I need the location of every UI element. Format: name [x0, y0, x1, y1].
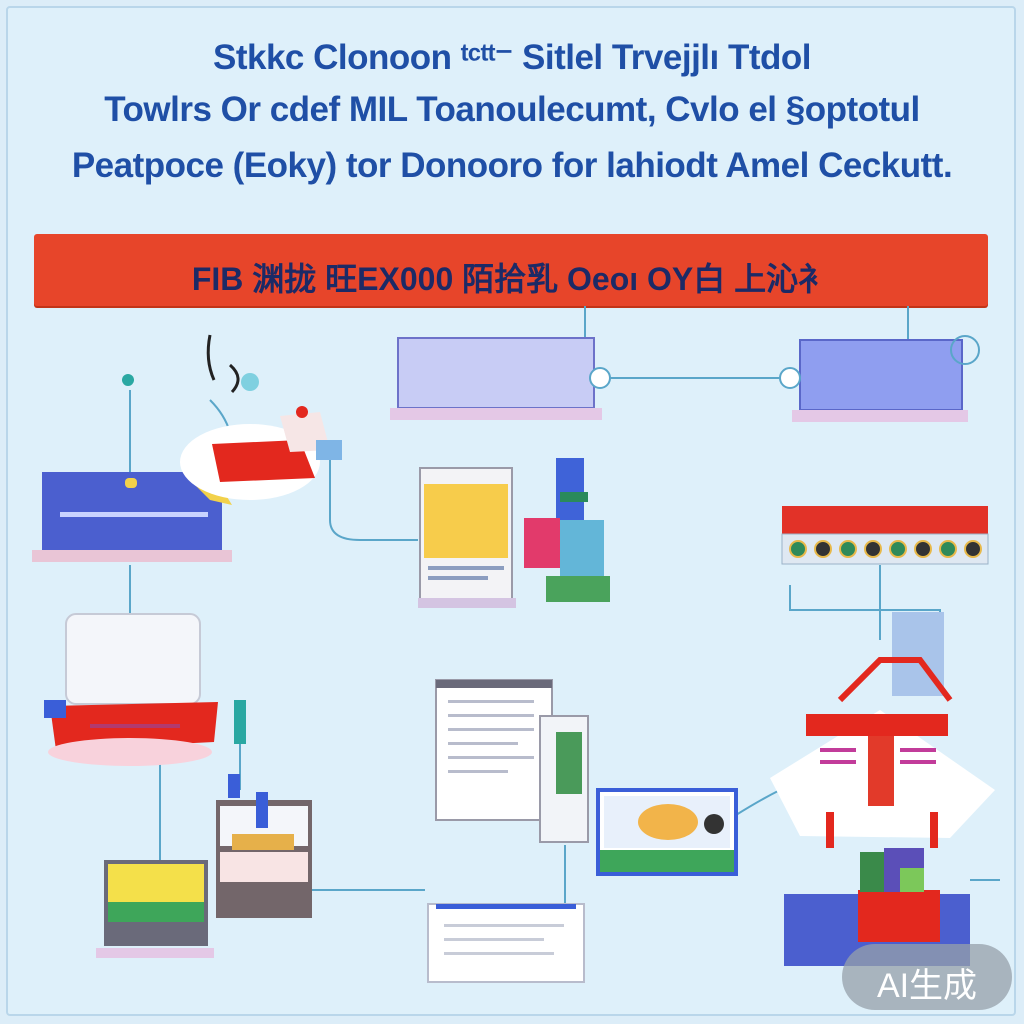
- ai-generated-badge: AI生成: [842, 944, 1012, 1010]
- ai-generated-label: AI生成: [876, 967, 978, 1005]
- title-line-1: Stkkc Clonoon ᵗᶜᵗᵗ⁻ Sitlel Trvejjlı Ttdo…: [213, 38, 812, 77]
- printer-illustration: [44, 613, 246, 766]
- document-illustration: [435, 679, 589, 843]
- title-line-3: Peatpoce (Eoky) tor Donooro for lahiodt …: [71, 146, 953, 185]
- title-line-2: Towlrs Or cdef MIL Toanoulecumt, Cvlo el…: [104, 90, 920, 129]
- screen-illustration: [96, 860, 214, 958]
- monitor-icon: [779, 335, 980, 422]
- banner-text: FIB 渊拢 旺EX000 陌拾乳 Oeoı OY白 上沁衤: [191, 261, 831, 297]
- tablet-icon: [418, 467, 516, 608]
- container-illustration: [216, 774, 312, 918]
- device-illustration: [122, 334, 342, 500]
- paper-sheet-icon: [427, 903, 585, 983]
- photo-frame-icon: [596, 788, 738, 876]
- control-panel-icon: [781, 506, 989, 565]
- books-illustration: [524, 458, 610, 602]
- laptop-icon: [32, 472, 232, 562]
- monitor-icon: [390, 337, 611, 420]
- bag-illustration: [770, 612, 995, 848]
- header-banner: FIB 渊拢 旺EX000 陌拾乳 Oeoı OY白 上沁衤: [34, 234, 988, 306]
